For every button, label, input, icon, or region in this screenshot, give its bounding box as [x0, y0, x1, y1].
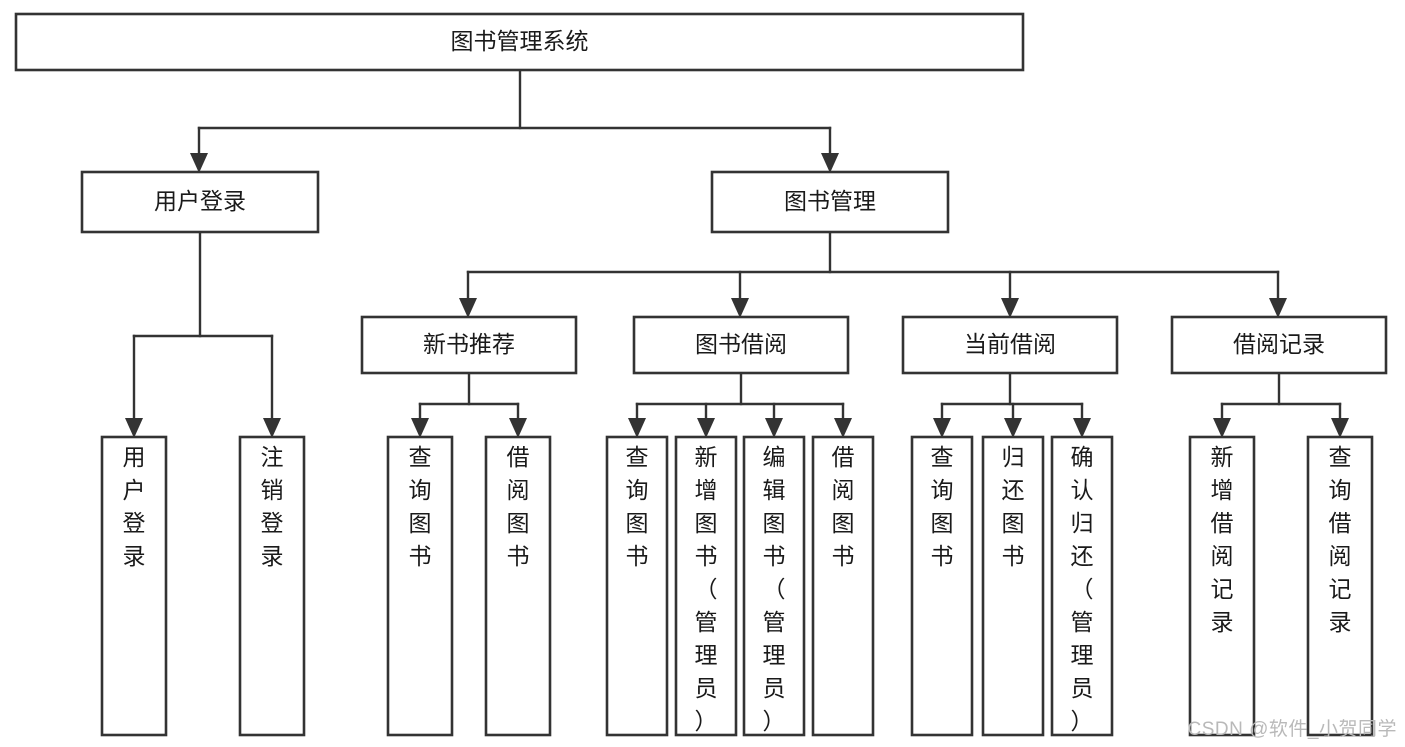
connector-book-borrow-to-leaves: [628, 371, 852, 438]
node-box[interactable]: [811, 435, 875, 737]
leaf-node-leaf-confirm-return-admin[interactable]: 确认归还（管理员）: [1050, 435, 1114, 737]
connectors-layer: [125, 68, 1349, 438]
arrow-head-icon: [411, 418, 429, 438]
arrow-head-icon: [834, 418, 852, 438]
arrow-head-icon: [765, 418, 783, 438]
arrow-head-icon: [1213, 418, 1231, 438]
node-label: 用户登录: [154, 188, 246, 214]
node-label: 查询图书: [626, 444, 649, 569]
node-label: 注销登录: [261, 444, 284, 569]
node-box[interactable]: [14, 12, 1025, 72]
node-label: 借阅图书: [507, 444, 530, 569]
node-label: 图书管理系统: [451, 28, 589, 54]
node-box[interactable]: [605, 435, 669, 737]
leaf-node-leaf-user-login[interactable]: 用户登录: [100, 435, 168, 737]
node-label: 图书借阅: [695, 331, 787, 357]
node-label: 确认归还（管理员）: [1071, 444, 1094, 734]
connector-root-to-level2: [190, 68, 839, 173]
node-label: 查询图书: [409, 444, 432, 569]
leaf-node-leaf-edit-book-admin[interactable]: 编辑图书（管理员）: [742, 435, 806, 737]
level3-node-borrow-record[interactable]: 借阅记录: [1170, 315, 1388, 375]
node-label: 图书管理: [784, 188, 876, 214]
node-box[interactable]: [632, 315, 850, 375]
node-box[interactable]: [910, 435, 974, 737]
leaf-node-leaf-add-book-admin[interactable]: 新增图书（管理员）: [674, 435, 738, 737]
node-box[interactable]: [484, 435, 552, 737]
leaf-node-leaf-borrow-books-recommend[interactable]: 借阅图书: [484, 435, 552, 737]
level3-node-book-borrow[interactable]: 图书借阅: [632, 315, 850, 375]
node-box[interactable]: [1170, 315, 1388, 375]
leaf-node-leaf-query-books-current[interactable]: 查询图书: [910, 435, 974, 737]
arrow-head-icon: [1004, 418, 1022, 438]
connector-current-borrow-to-leaves: [933, 371, 1091, 438]
connector-new-book-recommend-to-leaves: [411, 371, 527, 438]
node-box[interactable]: [1050, 435, 1114, 737]
node-box[interactable]: [100, 435, 168, 737]
root-node-root[interactable]: 图书管理系统: [14, 12, 1025, 72]
level2-node-book-management[interactable]: 图书管理: [710, 170, 950, 234]
leaf-node-leaf-query-books-recommend[interactable]: 查询图书: [386, 435, 454, 737]
node-label: 新增借阅记录: [1211, 444, 1234, 635]
node-box[interactable]: [742, 435, 806, 737]
arrow-head-icon: [263, 418, 281, 438]
arrow-head-icon: [1331, 418, 1349, 438]
arrow-head-icon: [697, 418, 715, 438]
arrow-head-icon: [190, 153, 208, 173]
arrow-head-icon: [628, 418, 646, 438]
node-box[interactable]: [386, 435, 454, 737]
csdn-watermark: CSDN @软件_小贺同学: [1187, 719, 1397, 740]
leaf-node-leaf-borrow-books-borrow[interactable]: 借阅图书: [811, 435, 875, 737]
nodes-layer: 图书管理系统用户登录图书管理新书推荐图书借阅当前借阅借阅记录用户登录注销登录查询…: [14, 12, 1388, 737]
node-box[interactable]: [360, 315, 578, 375]
node-box[interactable]: [674, 435, 738, 737]
node-box[interactable]: [80, 170, 320, 234]
node-label: 新增图书（管理员）: [695, 444, 718, 734]
node-label: 借阅图书: [832, 444, 855, 569]
leaf-node-leaf-logout-login[interactable]: 注销登录: [238, 435, 306, 737]
arrow-head-icon: [125, 418, 143, 438]
node-label: 查询图书: [931, 444, 954, 569]
arrow-head-icon: [459, 298, 477, 318]
node-label: 新书推荐: [423, 331, 515, 357]
arrow-head-icon: [1269, 298, 1287, 318]
level2-node-user-login[interactable]: 用户登录: [80, 170, 320, 234]
arrow-head-icon: [933, 418, 951, 438]
connector-user-login-to-leaves: [125, 230, 281, 438]
connector-borrow-record-to-leaves: [1213, 371, 1349, 438]
level3-node-current-borrow[interactable]: 当前借阅: [901, 315, 1119, 375]
node-label: 编辑图书（管理员）: [763, 444, 786, 734]
node-label: 借阅记录: [1233, 331, 1325, 357]
node-box[interactable]: [901, 315, 1119, 375]
node-label: 归还图书: [1002, 444, 1025, 569]
node-label: 当前借阅: [964, 331, 1056, 357]
leaf-node-leaf-return-books[interactable]: 归还图书: [981, 435, 1045, 737]
arrow-head-icon: [821, 153, 839, 173]
node-box[interactable]: [981, 435, 1045, 737]
node-label: 查询借阅记录: [1329, 444, 1352, 635]
level3-node-new-book-recommend[interactable]: 新书推荐: [360, 315, 578, 375]
leaf-node-leaf-query-books-borrow[interactable]: 查询图书: [605, 435, 669, 737]
arrow-head-icon: [731, 298, 749, 318]
node-box[interactable]: [710, 170, 950, 234]
connector-book-management-to-level3: [459, 230, 1287, 318]
node-box[interactable]: [1188, 435, 1256, 737]
leaf-node-leaf-query-borrow-record[interactable]: 查询借阅记录: [1306, 435, 1374, 737]
node-label: 用户登录: [123, 444, 146, 569]
arrow-head-icon: [1073, 418, 1091, 438]
arrow-head-icon: [1001, 298, 1019, 318]
node-box[interactable]: [1306, 435, 1374, 737]
arrow-head-icon: [509, 418, 527, 438]
node-box[interactable]: [238, 435, 306, 737]
leaf-node-leaf-add-borrow-record[interactable]: 新增借阅记录: [1188, 435, 1256, 737]
